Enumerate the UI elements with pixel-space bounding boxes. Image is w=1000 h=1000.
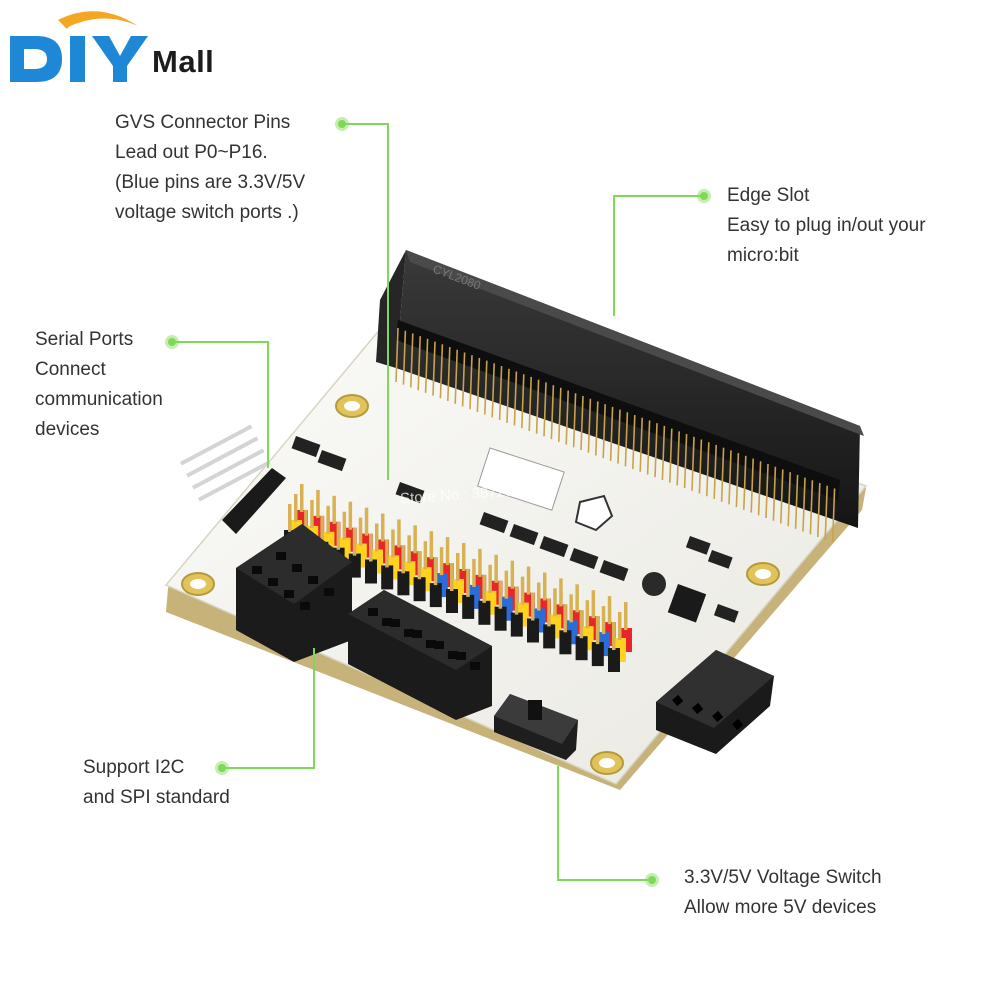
mounting-holes — [181, 394, 780, 775]
serial-port-header — [179, 424, 286, 534]
leader-serial — [172, 341, 269, 468]
diy-logo-icon — [10, 11, 148, 82]
callout-line: GVS Connector Pins — [115, 112, 291, 133]
callout-line: Lead out P0~P16. — [115, 142, 268, 163]
leader-edge — [613, 195, 704, 316]
diymall-logo: Mall — [6, 4, 246, 94]
callout-serial-ports: Serial Ports Connect communication devic… — [35, 325, 163, 445]
callout-line: (Blue pins are 3.3V/5V — [115, 172, 306, 193]
callout-gvs-connector-pins: GVS Connector Pins Lead out P0~P16. (Blu… — [115, 108, 305, 228]
callout-line: and SPI standard — [83, 787, 230, 808]
logo-word: Mall — [152, 44, 215, 79]
callout-line: Connect — [35, 359, 106, 380]
callout-line: Edge Slot — [727, 185, 810, 206]
edge-slot-connector: CYL2080 — [376, 250, 864, 543]
callout-edge-slot: Edge Slot Easy to plug in/out your micro… — [727, 181, 926, 271]
i2c-female-header — [236, 524, 352, 662]
smd-components — [291, 436, 739, 623]
callout-line: communication — [35, 389, 163, 410]
callout-voltage-switch: 3.3V/5V Voltage Switch Allow more 5V dev… — [684, 863, 882, 923]
callout-line: 3.3V/5V Voltage Switch — [684, 867, 882, 888]
spi-female-header — [348, 590, 492, 720]
leader-gvs — [342, 123, 389, 480]
leader-i2c — [222, 648, 315, 769]
callout-line: devices — [35, 419, 100, 440]
callout-line: Support I2C — [83, 757, 185, 778]
callout-line: voltage switch ports .) — [115, 202, 299, 223]
callout-line: Allow more 5V devices — [684, 897, 877, 918]
callout-i2c-spi: Support I2C and SPI standard — [83, 753, 230, 813]
callout-line: Serial Ports — [35, 329, 134, 350]
callout-line: Easy to plug in/out your — [727, 215, 926, 236]
leader-lines — [172, 123, 704, 881]
right-pin-header — [656, 650, 774, 754]
leader-switch — [557, 766, 652, 881]
leader-dots — [165, 117, 711, 887]
callout-line: micro:bit — [727, 245, 799, 266]
voltage-switch — [494, 694, 578, 760]
